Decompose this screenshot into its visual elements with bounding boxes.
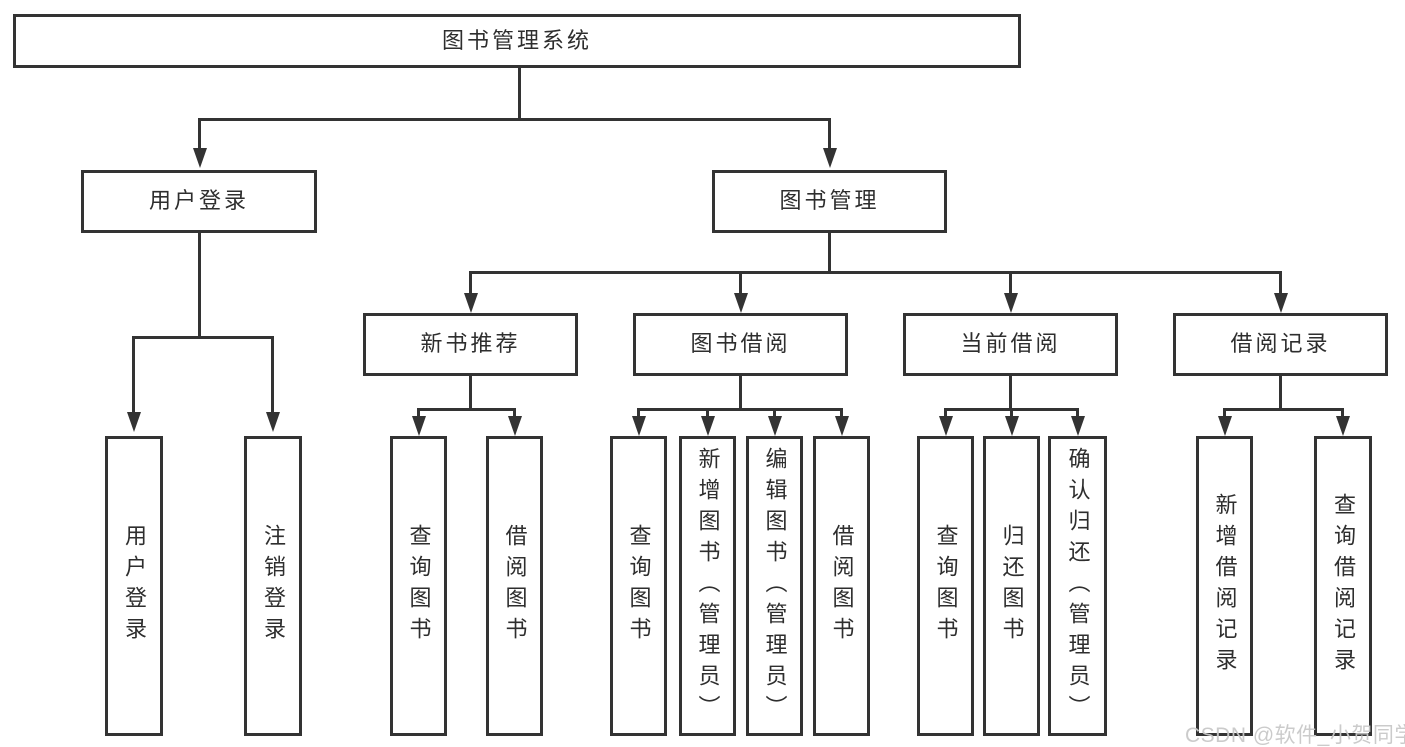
leaf-borrow-books: 借阅图书 [813,436,870,736]
arrow-down-icon [631,408,646,436]
connector-current-stub [1009,376,1012,408]
arrow-down-icon [411,408,426,436]
arrow-down-icon [700,408,715,436]
connector-new-books-bar [417,408,515,411]
node-root-library-system: 图书管理系统 [13,14,1021,68]
leaf-return-books: 归还图书 [983,436,1040,736]
arrow-down-icon [507,408,522,436]
arrow-down-icon [938,408,953,436]
leaf-confirm-return-admin: 确认归还（管理员） [1048,436,1107,736]
leaf-user-login: 用户登录 [105,436,163,736]
connector-new-books-stub [469,376,472,408]
leaf-query-books: 查询图书 [917,436,974,736]
arrow-down-icon [126,336,141,432]
connector-root-bar [198,118,831,121]
connector-user-login-stub [198,233,201,336]
arrow-down-icon [767,408,782,436]
connector-borrow-bar [637,408,841,411]
arrow-down-icon [1335,408,1350,436]
leaf-logout: 注销登录 [244,436,302,736]
leaf-borrow-books: 借阅图书 [486,436,543,736]
arrow-down-icon [265,336,280,432]
node-borrow-records: 借阅记录 [1173,313,1388,376]
leaf-query-borrow-record: 查询借阅记录 [1314,436,1372,736]
arrow-down-icon [192,118,207,168]
leaf-query-books: 查询图书 [610,436,667,736]
arrow-down-icon [1070,408,1085,436]
node-new-book-recommend: 新书推荐 [363,313,578,376]
connector-book-mgmt-stub [828,233,831,271]
node-book-management: 图书管理 [712,170,947,233]
leaf-add-borrow-record: 新增借阅记录 [1196,436,1253,736]
arrow-down-icon [1273,271,1288,313]
arrow-down-icon [733,271,748,313]
node-book-borrow: 图书借阅 [633,313,848,376]
connector-book-mgmt-bar [469,271,1281,274]
leaf-add-book-admin: 新增图书（管理员） [679,436,736,736]
connector-borrow-stub [739,376,742,408]
connector-records-stub [1279,376,1282,408]
leaf-edit-book-admin: 编辑图书（管理员） [746,436,803,736]
node-user-login: 用户登录 [81,170,317,233]
arrow-down-icon [463,271,478,313]
arrow-down-icon [1003,271,1018,313]
arrow-down-icon [1004,408,1019,436]
connector-root-stub [518,68,521,118]
connector-records-bar [1223,408,1343,411]
csdn-watermark: CSDN @软件_小贺同学 [1185,724,1405,747]
connector-user-login-bar [133,336,272,339]
leaf-query-books: 查询图书 [390,436,447,736]
arrow-down-icon [1217,408,1232,436]
arrow-down-icon [822,118,837,168]
node-current-borrow: 当前借阅 [903,313,1118,376]
arrow-down-icon [834,408,849,436]
